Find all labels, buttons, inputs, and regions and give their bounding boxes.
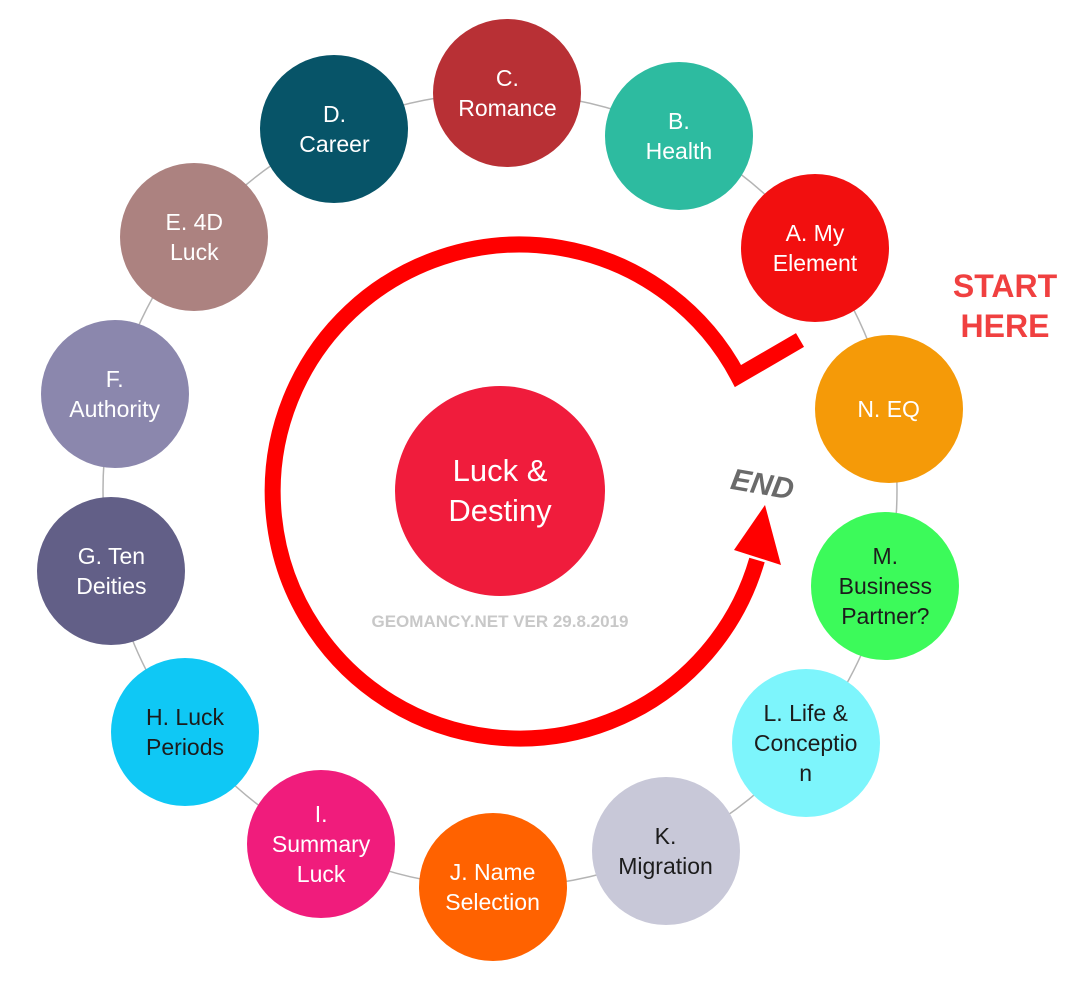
node-n[interactable]: N. EQ (814, 334, 963, 483)
node-b[interactable]: B. Health (604, 61, 753, 210)
center-node-luck-destiny[interactable]: Luck & Destiny (395, 386, 605, 596)
node-e[interactable]: E. 4D Luck (120, 162, 269, 311)
node-j[interactable]: J. Name Selection (418, 812, 567, 961)
node-g[interactable]: G. Ten Deities (37, 497, 186, 646)
node-h[interactable]: H. Luck Periods (111, 657, 260, 806)
start-here-label: START HERE (952, 268, 1058, 344)
node-l[interactable]: L. Life & Conceptio n (731, 669, 880, 818)
node-d[interactable]: D. Career (260, 55, 409, 204)
node-m[interactable]: M. Business Partner? (811, 511, 960, 660)
node-c[interactable]: C. Romance (433, 19, 582, 168)
node-a[interactable]: A. My Element (740, 174, 889, 323)
node-f[interactable]: F. Authority (40, 320, 189, 469)
version-label: GEOMANCY.NET VER 29.8.2019 (371, 612, 629, 631)
node-k[interactable]: K. Migration (591, 776, 740, 925)
flow-arrow-path (264, 236, 805, 747)
node-i[interactable]: I. Summary Luck (247, 770, 396, 919)
flow-arrow-head (734, 505, 781, 565)
